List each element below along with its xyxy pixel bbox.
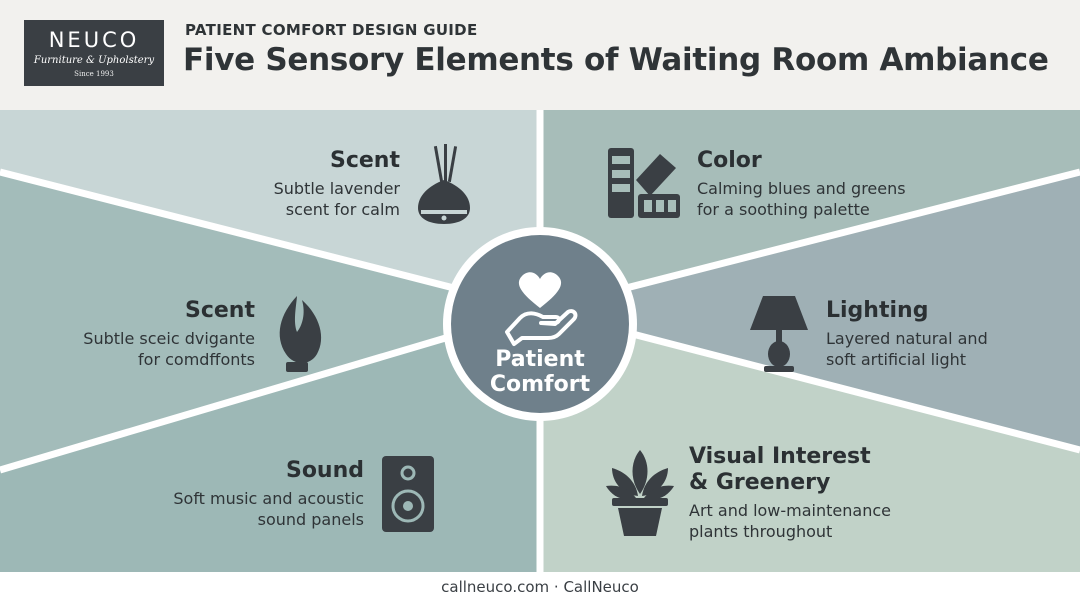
element-title: Sound — [285, 458, 364, 483]
element-visual-interest: Visual Interest & Greenery Art and low-m… — [689, 444, 949, 542]
element-desc-line2: sound panels — [257, 510, 364, 529]
element-desc-line2: plants throughout — [689, 522, 833, 541]
element-desc-line1: Soft music and acoustic — [173, 489, 364, 508]
element-title: Scent — [330, 148, 400, 173]
logo-name: NEUCO — [48, 28, 140, 52]
eyebrow-label: PATIENT COMFORT DESIGN GUIDE — [185, 21, 478, 39]
element-desc-line1: Calming blues and greens — [697, 179, 906, 198]
element-title-line2: & Greenery — [689, 470, 831, 495]
center-label-line1: Patient — [495, 347, 585, 372]
element-desc-line2: for comdffonts — [138, 350, 255, 369]
logo-tagline: Furniture & Upholstery — [33, 55, 155, 66]
header: NEUCO Furniture & Upholstery Since 1993 … — [0, 0, 1080, 103]
element-lighting: Lighting Layered natural and soft artifi… — [826, 298, 1046, 370]
wedge-top-right — [540, 110, 1080, 310]
element-title: Lighting — [826, 298, 929, 323]
element-desc-line1: Layered natural and — [826, 329, 988, 348]
element-color: Color Calming blues and greens for a soo… — [697, 148, 957, 220]
element-desc-line2: soft artificial light — [826, 350, 967, 369]
sensory-diagram: Scent Subtle lavender scent for calm Col… — [0, 110, 1080, 572]
wedge-left — [0, 172, 540, 470]
speaker-icon — [382, 456, 434, 532]
wedge-top-left — [0, 110, 540, 310]
diffuser-icon — [418, 144, 470, 224]
element-desc-line1: Art and low-maintenance — [689, 501, 891, 520]
color-swatch-icon — [608, 148, 680, 218]
footer-text[interactable]: callneuco.com · CallNeuco — [441, 578, 639, 596]
element-scent-left: Scent Subtle sceic dvigante for comdffon… — [40, 298, 255, 370]
diagram-background — [0, 110, 1080, 572]
wedge-bottom-right — [540, 310, 1080, 572]
heart-hand-icon — [505, 272, 578, 346]
element-desc-line1: Subtle sceic dvigante — [83, 329, 255, 348]
lamp-icon — [750, 296, 808, 372]
page-title: Five Sensory Elements of Waiting Room Am… — [183, 42, 1049, 78]
center-label: Patient Comfort — [448, 347, 632, 397]
brand-logo[interactable]: NEUCO Furniture & Upholstery Since 1993 — [24, 20, 164, 86]
element-title: Visual Interest — [689, 444, 871, 469]
element-desc-line1: Subtle lavender — [273, 179, 400, 198]
plant-icon — [606, 450, 674, 536]
element-desc-line2: for a soothing palette — [697, 200, 870, 219]
element-title: Scent — [185, 298, 255, 323]
footer: callneuco.com · CallNeuco — [0, 572, 1080, 603]
element-title: Color — [697, 148, 762, 173]
candle-flame-icon — [279, 296, 322, 372]
element-desc-line2: scent for calm — [285, 200, 400, 219]
element-sound: Sound Soft music and acoustic sound pane… — [130, 458, 364, 530]
wedge-right — [540, 172, 1080, 450]
logo-since: Since 1993 — [74, 70, 114, 78]
center-label-line2: Comfort — [489, 372, 591, 397]
element-scent-top: Scent Subtle lavender scent for calm — [240, 148, 400, 220]
